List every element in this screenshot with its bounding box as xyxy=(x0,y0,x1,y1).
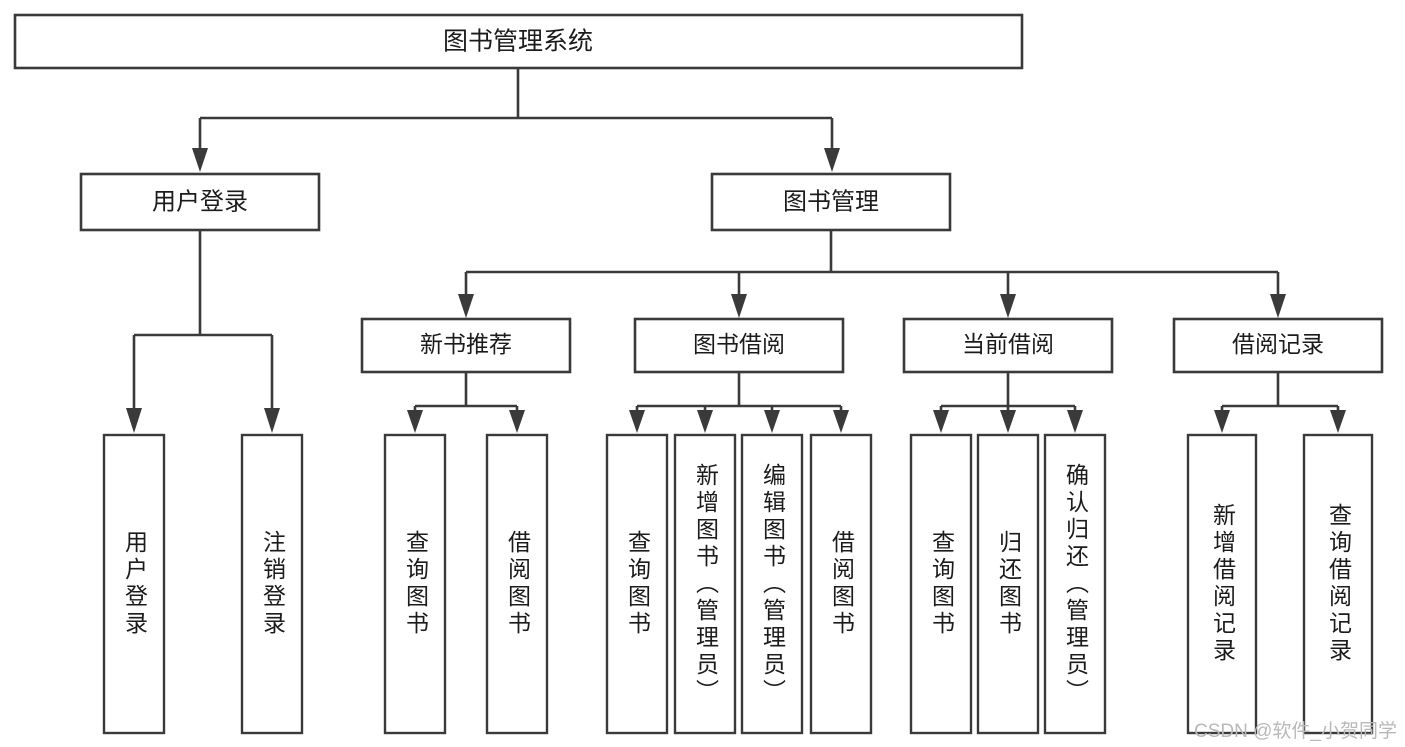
leaf-box-current-borrow-1[interactable] xyxy=(976,433,1040,735)
arrow-icon xyxy=(933,410,949,433)
leaf-box-borrow-record-1[interactable] xyxy=(1302,433,1374,735)
leaf-box-book-borrow-0[interactable] xyxy=(605,433,669,735)
leaf-box-current-borrow-2[interactable] xyxy=(1043,433,1107,735)
arrow-icon xyxy=(1330,410,1346,433)
leaf-box-current-borrow-0[interactable] xyxy=(909,433,973,735)
arrow-icon xyxy=(697,410,713,433)
leaf-box-user-login-1[interactable] xyxy=(240,433,304,735)
arrow-icon xyxy=(833,410,849,433)
node-new-book-recommend-label: 新书推荐 xyxy=(420,331,512,357)
arrow-icon xyxy=(1067,410,1083,433)
connector-book-manage-to-level2 xyxy=(458,230,1286,318)
connector-current-borrow-to-leaves xyxy=(933,372,1083,433)
arrow-icon xyxy=(264,408,280,433)
arrow-icon xyxy=(509,410,525,433)
connector-borrow-record-to-leaves xyxy=(1214,372,1346,433)
node-book-manage-label: 图书管理 xyxy=(783,188,879,215)
node-new-book-recommend[interactable]: 新书推荐 xyxy=(360,317,572,374)
arrow-icon xyxy=(764,410,780,433)
leaf-box-new-book-0[interactable] xyxy=(383,433,447,735)
arrow-icon xyxy=(1270,294,1286,318)
node-user-login-label: 用户登录 xyxy=(152,188,248,215)
arrow-icon xyxy=(1000,294,1016,318)
csdn-watermark: CSDN @软件_小贺同学 xyxy=(1194,721,1397,742)
arrow-icon xyxy=(407,410,423,433)
node-current-borrow-label: 当前借阅 xyxy=(962,331,1054,357)
node-borrow-record[interactable]: 借阅记录 xyxy=(1172,317,1384,374)
arrow-icon xyxy=(126,408,142,433)
node-book-borrow-label: 图书借阅 xyxy=(693,331,785,357)
arrow-icon xyxy=(824,148,840,172)
leaf-box-user-login-0[interactable] xyxy=(102,433,166,735)
connector-book-borrow-to-leaves xyxy=(629,372,849,433)
node-root-label: 图书管理系统 xyxy=(443,28,593,56)
node-root[interactable]: 图书管理系统 xyxy=(13,13,1024,70)
node-new-book-recommend-box[interactable] xyxy=(360,317,572,374)
connector-user-login-to-leaves xyxy=(126,230,280,433)
arrow-icon xyxy=(1000,410,1016,433)
arrow-icon xyxy=(629,410,645,433)
connector-root-to-level1 xyxy=(192,68,840,172)
node-user-login[interactable]: 用户登录 xyxy=(79,172,321,232)
node-borrow-record-label: 借阅记录 xyxy=(1232,331,1324,357)
node-root-box[interactable] xyxy=(13,13,1024,70)
arrow-icon xyxy=(458,294,474,318)
arrow-icon xyxy=(1214,410,1230,433)
leaf-box-borrow-record-0[interactable] xyxy=(1186,433,1258,735)
node-book-borrow[interactable]: 图书借阅 xyxy=(633,317,845,374)
arrow-icon xyxy=(731,294,747,318)
node-current-borrow-box[interactable] xyxy=(902,317,1114,374)
arrow-icon xyxy=(192,148,208,172)
leaf-box-new-book-1[interactable] xyxy=(485,433,549,735)
connector-new-book-recommend-to-leaves xyxy=(407,372,525,433)
node-book-manage[interactable]: 图书管理 xyxy=(710,172,952,232)
node-current-borrow[interactable]: 当前借阅 xyxy=(902,317,1114,374)
leaf-box-book-borrow-1[interactable] xyxy=(673,433,737,735)
leaf-box-book-borrow-2[interactable] xyxy=(740,433,804,735)
node-user-login-box[interactable] xyxy=(79,172,321,232)
leaf-box-book-borrow-3[interactable] xyxy=(809,433,873,735)
